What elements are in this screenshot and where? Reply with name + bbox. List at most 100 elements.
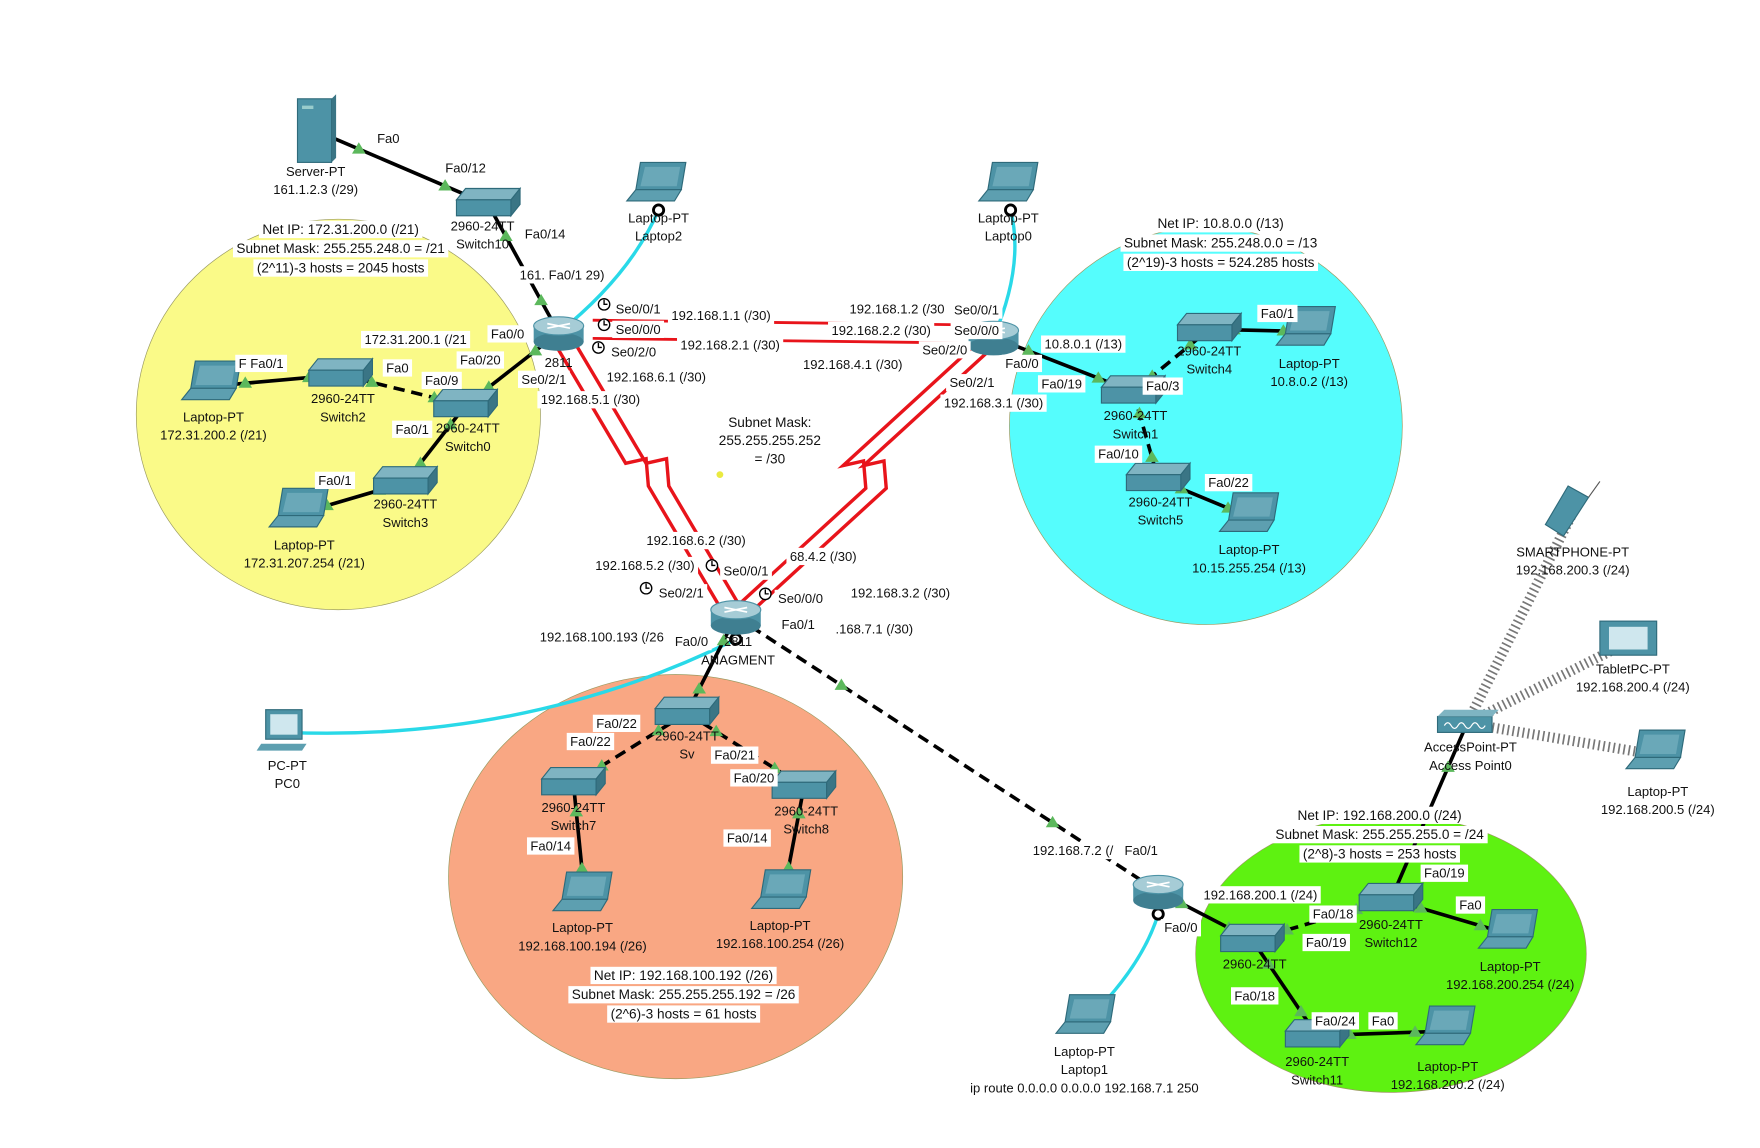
device-label: Switch11 [1291,1072,1343,1087]
label-background [846,300,948,318]
link-router2-router3[interactable] [724,335,985,618]
console-port-marker [652,203,666,217]
port-label: Fa0/14 [525,226,566,241]
switch6-switch-device[interactable] [653,695,720,727]
port-status-triangle [716,633,731,646]
port-label: Fa0/1 [782,617,815,632]
label-background [612,320,665,338]
laptop1-laptop-device[interactable] [1054,994,1116,1034]
laptop0-laptop-device[interactable] [977,161,1039,202]
device-label: Switch7 [551,818,597,833]
port-label: Fa0/0 [1164,920,1197,935]
device-label: 192.168.100.254 (/26) [716,936,844,951]
wan-subnet-note: Subnet Mask: [728,415,811,430]
label-background [940,394,1047,412]
switch-icon [1219,922,1286,954]
switch0-switch-device[interactable] [432,387,499,419]
laptopC2-laptop-device[interactable] [1218,492,1280,532]
laptop2-laptop-device[interactable] [625,161,687,202]
label-background [677,336,784,354]
laptopO1-laptop-device[interactable] [551,871,613,912]
label-background [421,371,462,390]
device-label: Switch5 [1138,513,1184,528]
router3-router-device[interactable] [710,600,762,635]
laptopG2-laptop-device[interactable] [1414,1005,1476,1046]
router4-router-device[interactable] [1132,874,1184,910]
switch-icon [432,387,499,419]
port-label: Fa0/12 [445,161,486,176]
label-background [1120,234,1321,252]
link-router1-router3[interactable] [546,331,728,618]
device-label: Switch0 [445,439,491,454]
port-label: Fa0 [386,360,408,375]
ap-accesspoint-device[interactable] [1436,709,1499,733]
router-icon [1132,874,1184,910]
laptopG1-laptop-device[interactable] [1477,908,1539,949]
link-router2-router3[interactable] [744,335,1005,618]
clock-icon [597,318,611,332]
laptop-icon [1275,306,1336,346]
switch7-switch-device[interactable] [540,765,607,797]
switch12-switch-device[interactable] [1357,881,1424,913]
device-label: Switch12 [1364,935,1417,950]
label-background [1041,335,1126,353]
laptop-icon [1218,492,1280,532]
label-background [1294,806,1466,824]
port-label: 192.168.3.2 (/30) [851,585,950,600]
label-background [526,837,575,855]
laptopY2-laptop-device[interactable] [267,487,329,528]
switch3-switch-device[interactable] [372,465,439,496]
switch10-switch-device[interactable] [455,186,522,218]
smartphone-phone-device[interactable] [1544,481,1601,537]
port-label: Se0/2/0 [922,342,967,357]
tablet-tablet-device[interactable] [1599,620,1658,656]
label-background [382,359,413,377]
laptopC1-laptop-device[interactable] [1275,306,1336,346]
zones-layer [135,218,1587,1093]
server-server-device[interactable] [296,94,337,163]
port-status-triangle [1413,901,1428,913]
zone-yellow [135,218,541,611]
port-label: Se0/0/0 [778,591,823,606]
router1-router-device[interactable] [533,316,585,351]
label-background [441,159,490,177]
tablet-icon [1599,620,1658,656]
switch-icon [1357,881,1424,913]
port-label: Fa0/1 [1261,306,1294,321]
device-label: 172.31.200.2 (/21) [160,427,267,442]
port-status-triangle [365,375,379,387]
switch4-switch-device[interactable] [1176,311,1243,343]
router-icon [710,600,762,635]
zone-note: Subnet Mask: 255.255.255.192 = /26 [572,987,796,1002]
label-background [667,307,775,325]
pc0-pc-device[interactable] [256,709,307,751]
label-background [456,351,505,369]
port-label: 192.168.3.1 (/30) [944,396,1043,411]
switch-icon [540,765,607,797]
link-router1-router3[interactable] [567,331,748,618]
port-status-triangle [1021,344,1036,356]
zone-note: Net IP: 192.168.200.0 (/24) [1298,808,1462,823]
label-background [1299,845,1460,863]
device-label: Laptop-PT [1219,542,1280,557]
switch8-switch-device[interactable] [770,769,837,800]
port-label: Fa0/19 [1041,376,1082,391]
laptopW-laptop-device[interactable] [1624,729,1686,770]
laptopO2-laptop-device[interactable] [750,869,812,909]
zone-note: Subnet Mask: 255.255.255.0 = /24 [1275,827,1484,842]
device-label: TabletPC-PT [1596,661,1670,676]
switch5-switch-device[interactable] [1125,461,1192,493]
label-background [730,769,778,787]
link-router3-pc0[interactable] [286,637,737,735]
label-background [392,420,433,438]
label-background [607,1005,761,1023]
switch2-switch-device[interactable] [307,357,374,388]
link-server-switch10[interactable] [314,128,489,207]
laptop-icon [1054,994,1116,1034]
switch9-switch-device[interactable] [1219,922,1286,954]
server-icon [296,94,337,163]
laptopY1-laptop-device[interactable] [180,360,242,401]
port-label: 192.168.100.193 (/26 [540,630,664,645]
device-label: 2960-24TT [1129,494,1193,509]
device-label: Switch8 [783,821,829,836]
